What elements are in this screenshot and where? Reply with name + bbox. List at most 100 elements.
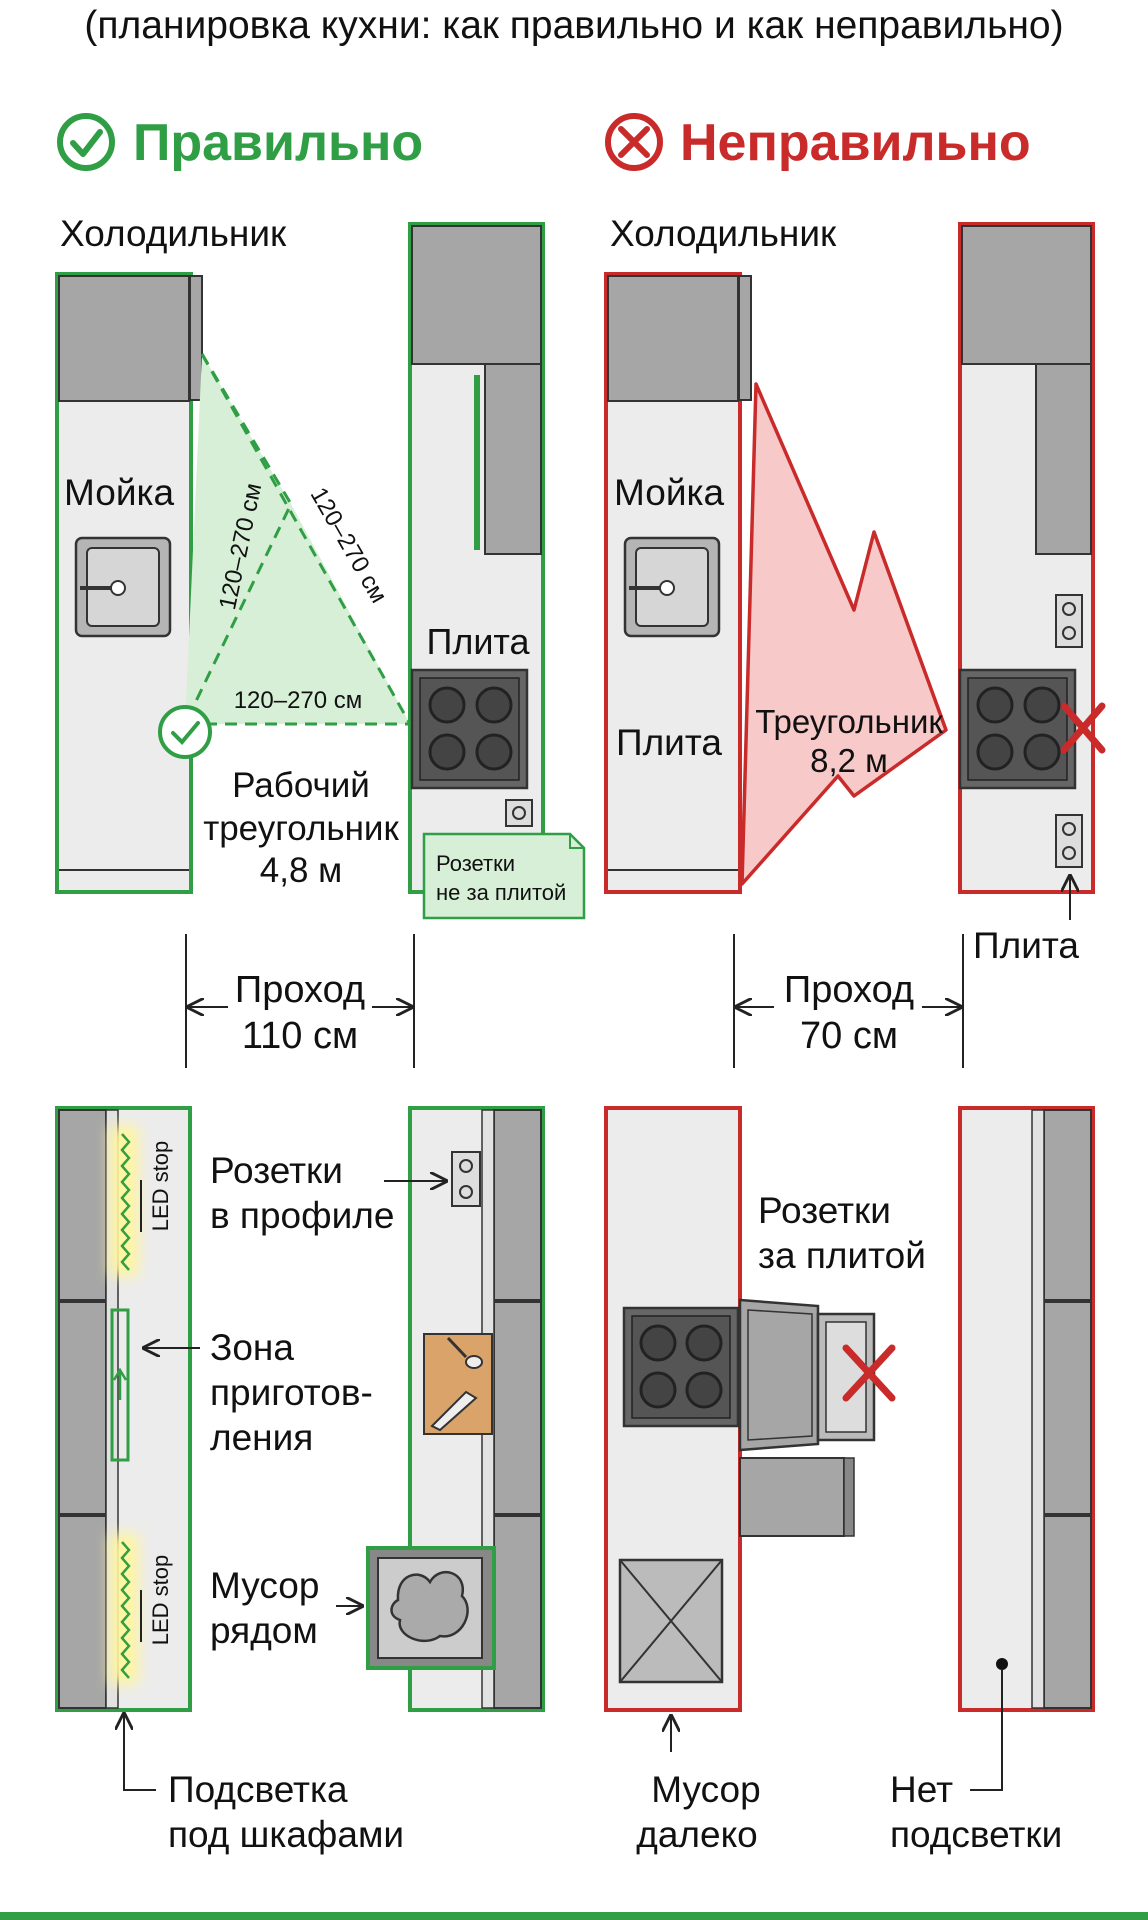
led-strip-icon — [120, 1133, 131, 1271]
wall-cabinet — [493, 1515, 542, 1709]
bad-stove-left-label: Плита — [616, 722, 722, 763]
led-strip-icon — [120, 1541, 131, 1679]
bad-sink-label: Мойка — [614, 472, 724, 513]
good-left-run — [55, 272, 203, 894]
bad-tall-cabinet — [961, 225, 1092, 365]
good-aisle-dimension — [185, 934, 415, 1068]
prep-zone-label-2: приготов- — [210, 1372, 373, 1413]
bad-left-run — [604, 272, 752, 894]
good-sink-label: Мойка — [64, 472, 174, 513]
triangle-label-1: Рабочий — [232, 766, 370, 805]
good-aisle-value: 110 см — [242, 1015, 358, 1057]
good-fridge — [58, 275, 190, 402]
bad-triangle-label-1: Треугольник — [755, 703, 943, 740]
good-bottom-right-run — [366, 1106, 545, 1712]
burner-icon — [475, 686, 513, 724]
burner-icon — [976, 733, 1014, 771]
led-label-top: LED stop — [148, 1141, 173, 1232]
sockets-behind-stove-label-1: Розетки — [758, 1190, 891, 1231]
sockets-behind-stove-label-2: за плитой — [758, 1235, 926, 1276]
trash-near-label-2: рядом — [210, 1610, 318, 1651]
wall-cabinet — [1043, 1515, 1092, 1709]
prep-zone-arrow-icon — [112, 1367, 128, 1400]
burner-icon — [685, 1371, 723, 1409]
bad-fridge-door — [738, 275, 752, 401]
bad-bottom-left-run — [604, 1106, 742, 1712]
bad-bottom-right-run — [958, 1106, 1095, 1712]
wall-cabinet — [493, 1301, 542, 1515]
good-right-run — [408, 222, 545, 894]
sockets-note-line2: не за плитой — [436, 880, 566, 905]
good-heading-text: Правильно — [133, 114, 423, 172]
burner-icon — [639, 1371, 677, 1409]
bad-cabinet-module — [739, 1457, 845, 1537]
sockets-profile-label-2: в профиле — [210, 1195, 394, 1236]
led-label-bottom: LED stop — [148, 1555, 173, 1646]
red-cross-icon — [842, 1344, 896, 1402]
check-circle-icon — [57, 113, 115, 171]
cross-icon — [618, 126, 650, 158]
sockets-profile-label-1: Розетки — [210, 1150, 343, 1191]
page-subtitle: (планировка кухни: как правильно и как н… — [84, 4, 1063, 47]
check-icon — [171, 721, 200, 745]
burner-icon — [685, 1324, 723, 1362]
no-lighting-label-2: подсветки — [890, 1814, 1062, 1855]
prep-zone-label-3: ления — [210, 1417, 313, 1458]
lighting-label-1: Подсветка — [168, 1769, 348, 1810]
bad-triangle-label-2: 8,2 м — [810, 742, 888, 779]
good-stove-label: Плита — [426, 621, 530, 662]
good-heading: Правильно — [57, 113, 423, 172]
bad-work-triangle — [740, 382, 948, 886]
wall-cabinet — [1043, 1301, 1092, 1515]
triangle-label-3: 4,8 м — [260, 851, 342, 890]
wall-cabinet — [58, 1109, 107, 1301]
good-fridge-door — [189, 275, 203, 401]
bad-wall-cabinet — [1035, 363, 1092, 555]
bad-heading-text: Неправильно — [680, 114, 1031, 172]
prep-zone-rail — [110, 1308, 130, 1462]
good-sink-icon — [74, 536, 172, 638]
bad-aisle-value: 70 см — [800, 1015, 898, 1057]
good-work-triangle — [158, 353, 412, 759]
bad-right-run — [958, 222, 1095, 894]
check-circle-icon — [158, 705, 212, 759]
sockets-note — [422, 832, 586, 920]
burner-icon — [428, 733, 466, 771]
bottom-green-bar — [0, 1912, 1148, 1920]
trash-bag-icon — [390, 1571, 469, 1642]
good-aisle-label: Проход — [235, 969, 365, 1011]
wall-cabinet — [58, 1515, 107, 1709]
wall-cabinet — [58, 1301, 107, 1515]
bad-aisle-dimension — [733, 934, 964, 1068]
knife-icon — [430, 1390, 478, 1432]
trash-near-label-1: Мусор — [210, 1565, 319, 1606]
good-tall-cabinet — [411, 225, 542, 365]
burner-icon — [639, 1324, 677, 1362]
bad-fridge — [607, 275, 739, 402]
bad-sink-icon — [623, 536, 721, 638]
prep-zone-label-1: Зона — [210, 1327, 294, 1368]
burner-icon — [1023, 733, 1061, 771]
bad-stove-right-label: Плита — [973, 925, 1079, 966]
burner-icon — [1023, 686, 1061, 724]
red-cross-icon — [1060, 702, 1106, 754]
triangle-side-bottom: 120–270 см — [234, 687, 363, 714]
good-bottom-left-run — [55, 1106, 192, 1712]
trash-far-label-2: далеко — [636, 1814, 758, 1855]
bad-open-appliance — [738, 1298, 896, 1537]
cross-circle-icon — [605, 113, 663, 171]
bad-heading: Неправильно — [605, 113, 1031, 172]
good-fridge-label: Холодильник — [60, 213, 287, 254]
check-icon — [70, 129, 103, 157]
wall-cabinet — [493, 1109, 542, 1301]
bad-fridge-label: Холодильник — [610, 213, 837, 254]
sockets-note-line1: Розетки — [436, 851, 515, 876]
spoon-icon — [465, 1355, 483, 1369]
wall-cabinet — [1043, 1109, 1092, 1301]
lighting-label-2: под шкафами — [168, 1814, 404, 1855]
bad-aisle-label: Проход — [784, 969, 914, 1011]
burner-icon — [475, 733, 513, 771]
good-socket-icon — [505, 799, 533, 827]
burner-icon — [976, 686, 1014, 724]
